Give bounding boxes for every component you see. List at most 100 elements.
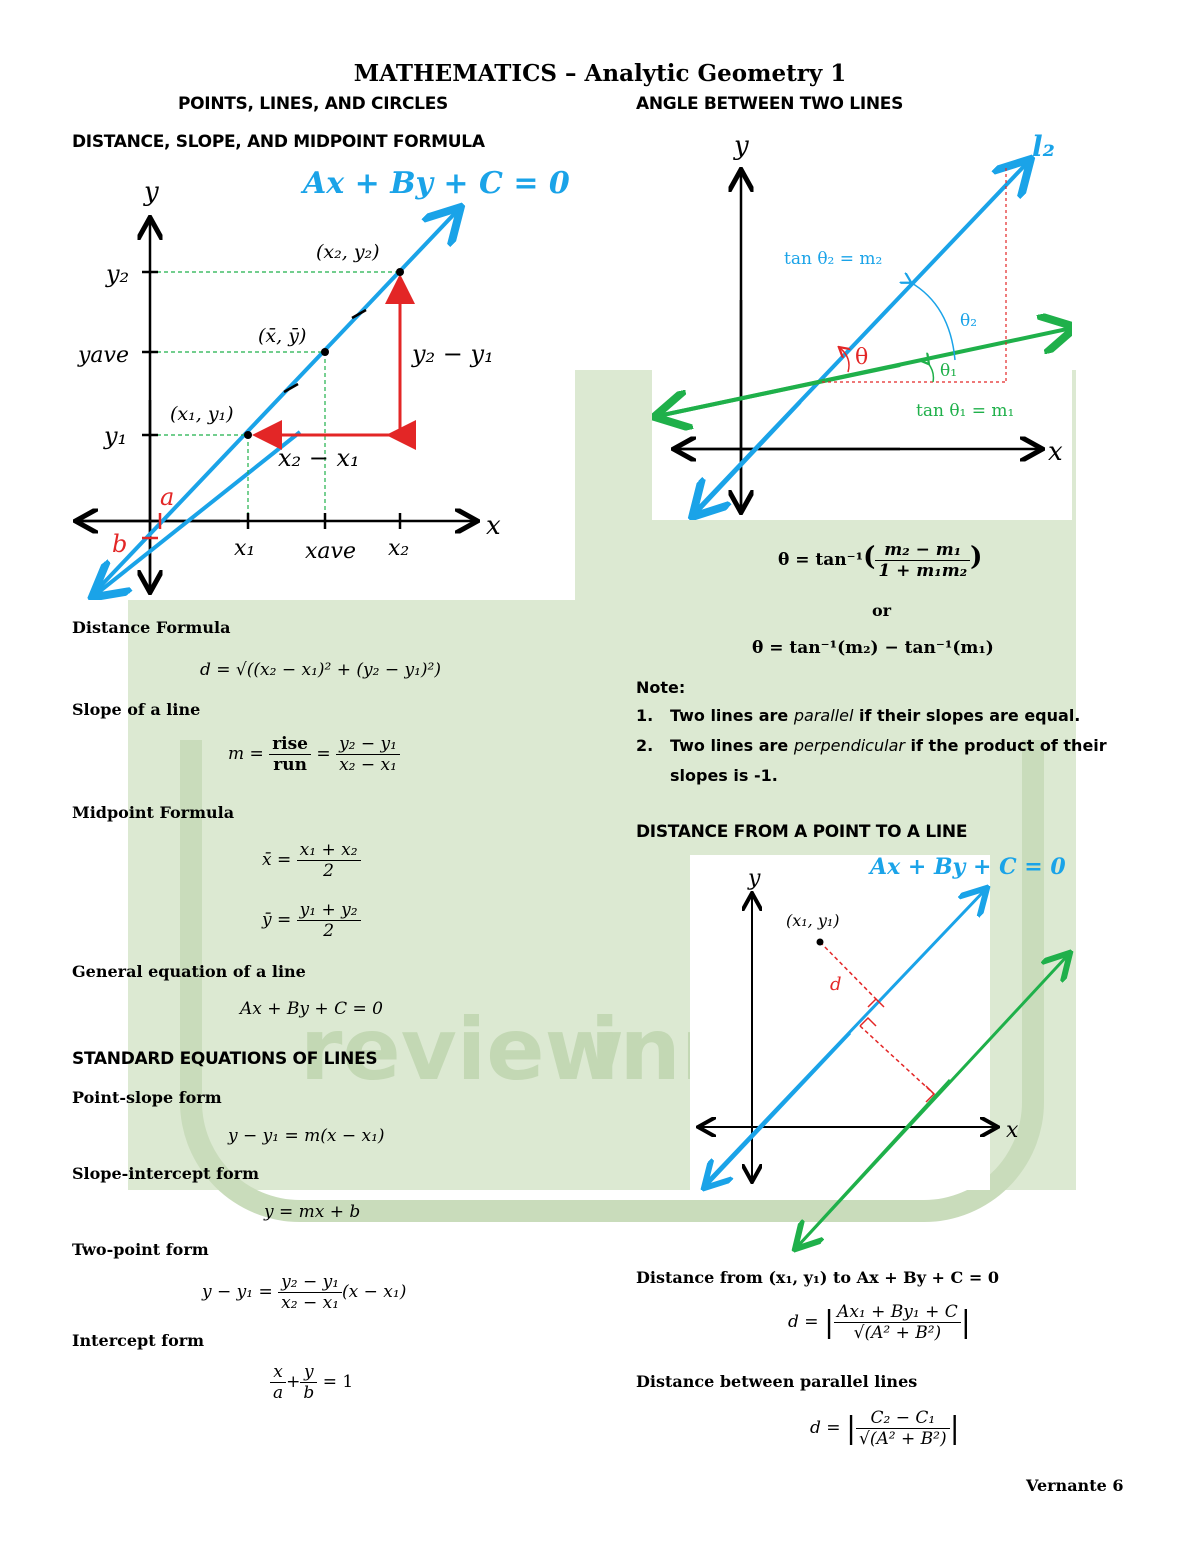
angle-formula-1-numerator: m₂ − m₁ bbox=[875, 540, 971, 561]
distance-point-line-diagram: y x (x₁, y₁) d bbox=[690, 855, 1080, 1255]
left-section-title: POINTS, LINES, AND CIRCLES bbox=[178, 94, 448, 114]
pp-formula-numerator: C₂ − C₁ bbox=[856, 1408, 950, 1429]
y1-label: y₁ bbox=[103, 422, 127, 450]
two-point-rhs: (x − x₁) bbox=[342, 1282, 407, 1302]
midpoint-label: (x̄, ȳ) bbox=[258, 325, 306, 347]
pl-d-label: d bbox=[830, 974, 842, 995]
pl-formula-lhs: d = bbox=[788, 1312, 819, 1332]
note-1-text-a: Two lines are bbox=[669, 706, 794, 725]
slope-run: run bbox=[273, 755, 307, 775]
or-label: or bbox=[872, 601, 892, 620]
x1-label: x₁ bbox=[234, 536, 255, 561]
note-2-text-b: if the product of their bbox=[904, 736, 1107, 755]
page-footer: Vernante 6 bbox=[1026, 1476, 1124, 1495]
parallel-lines-label: Distance between parallel lines bbox=[636, 1372, 918, 1391]
distance-point-line-formula: d = |Ax₁ + By₁ + C√(A² + B²)| bbox=[788, 1302, 971, 1343]
ybar-numerator: y₁ + y₂ bbox=[296, 900, 361, 921]
slope-intercept-label: Slope-intercept form bbox=[72, 1164, 260, 1183]
intercept-y-den: b bbox=[303, 1383, 315, 1403]
slope-numerator: y₂ − y₁ bbox=[336, 734, 400, 755]
note-1-prefix: 1. bbox=[636, 706, 654, 725]
slope-intercept-formula: y = mx + b bbox=[264, 1202, 361, 1222]
angle-y-label: y bbox=[733, 131, 749, 161]
watermark-text-left: review bbox=[300, 1000, 625, 1100]
watermark-frame bbox=[180, 740, 1044, 1222]
l2-label: l₂ bbox=[1032, 130, 1055, 163]
standard-equations-heading: STANDARD EQUATIONS OF LINES bbox=[72, 1049, 378, 1069]
xbar-numerator: x₁ + x₂ bbox=[296, 840, 361, 861]
distance-formula: d = √((x₂ − x₁)² + (y₂ − y₁)²) bbox=[200, 660, 441, 680]
tan-theta1-label: tan θ₁ = m₁ bbox=[916, 401, 1014, 421]
ybar-denominator: 2 bbox=[323, 921, 335, 941]
slope-rise: rise bbox=[269, 734, 311, 755]
theta-label: θ bbox=[855, 345, 868, 370]
pl-formula-denominator: √(A² + B²) bbox=[853, 1323, 942, 1343]
xbar-lhs: x̄ = bbox=[262, 850, 292, 870]
angle-formula-1-lhs: θ = tan⁻¹ bbox=[778, 550, 864, 570]
pl-line-equation: Ax + By + C = 0 bbox=[870, 854, 1066, 880]
angle-formula-2: θ = tan⁻¹(m₂) − tan⁻¹(m₁) bbox=[752, 638, 994, 658]
point-slope-formula: y − y₁ = m(x − x₁) bbox=[228, 1126, 385, 1146]
slope-label: Slope of a line bbox=[72, 700, 201, 719]
b-intercept-label: b bbox=[112, 530, 127, 558]
distance-slope-diagram: Ax + By + C = 0 y x y₂ yave y₁ x₁ xave x… bbox=[60, 160, 575, 600]
point1-label: (x₁, y₁) bbox=[170, 403, 234, 425]
note-2-continued: slopes is -1. bbox=[670, 766, 778, 785]
parallel-lines-formula: d = |C₂ − C₁√(A² + B²)| bbox=[810, 1408, 960, 1449]
intercept-x-num: x bbox=[270, 1362, 287, 1383]
note-label: Note: bbox=[636, 678, 686, 697]
ybar-lhs: ȳ = bbox=[262, 910, 292, 930]
intercept-plus: + bbox=[286, 1372, 301, 1392]
x-axis-label: x bbox=[486, 511, 501, 541]
angle-x-label: x bbox=[1048, 437, 1063, 467]
pp-formula-denominator: √(A² + B²) bbox=[859, 1429, 947, 1449]
xave-label: xave bbox=[305, 539, 356, 564]
note-2: 2. Two lines are perpendicular if the pr… bbox=[636, 736, 1107, 755]
distance-point-line-label: Distance from (x₁, y₁) to Ax + By + C = … bbox=[636, 1268, 999, 1287]
line-equation-label: Ax + By + C = 0 bbox=[300, 166, 570, 201]
y2-label: y₂ bbox=[105, 260, 129, 288]
distance-point-line-heading: DISTANCE FROM A POINT TO A LINE bbox=[636, 822, 968, 842]
distance-formula-label: Distance Formula bbox=[72, 618, 231, 637]
general-equation-label: General equation of a line bbox=[72, 962, 306, 981]
pl-point-label: (x₁, y₁) bbox=[786, 911, 840, 930]
two-point-denominator: x₂ − x₁ bbox=[281, 1293, 340, 1313]
intercept-x-den: a bbox=[273, 1383, 284, 1403]
slope-lhs: m = bbox=[228, 744, 264, 764]
note-1-text-b: if their slopes are equal. bbox=[853, 706, 1081, 725]
angle-between-lines-diagram: y x l₂ l₁ tan θ₂ = m₂ tan θ₁ = m₁ θ θ₂ θ… bbox=[652, 120, 1072, 520]
tan-theta2-label: tan θ₂ = m₂ bbox=[784, 249, 882, 269]
angle-formula-1-denominator: 1 + m₁m₂ bbox=[878, 561, 968, 581]
general-equation: Ax + By + C = 0 bbox=[240, 999, 383, 1019]
right-section-title: ANGLE BETWEEN TWO LINES bbox=[636, 94, 904, 114]
yave-label: yave bbox=[77, 343, 129, 368]
slope-denominator: x₂ − x₁ bbox=[339, 755, 397, 775]
slope-equals: = bbox=[316, 744, 331, 764]
theta1-label: θ₁ bbox=[940, 361, 957, 381]
intercept-form-label: Intercept form bbox=[72, 1331, 205, 1350]
two-point-numerator: y₂ − y₁ bbox=[278, 1272, 343, 1293]
pl-formula-numerator: Ax₁ + By₁ + C bbox=[834, 1302, 961, 1323]
run-label: x₂ − x₁ bbox=[278, 444, 360, 472]
distance-slope-midpoint-heading: DISTANCE, SLOPE, AND MIDPOINT FORMULA bbox=[72, 132, 485, 152]
note-1-emphasis: parallel bbox=[793, 706, 854, 725]
midpoint-formula-label: Midpoint Formula bbox=[72, 803, 235, 822]
pp-formula-lhs: d = bbox=[810, 1418, 841, 1438]
rise-label: y₂ − y₁ bbox=[411, 340, 494, 368]
note-2-text-a: Two lines are bbox=[669, 736, 794, 755]
two-point-label: Two-point form bbox=[72, 1240, 209, 1259]
note-2-emphasis: perpendicular bbox=[793, 736, 905, 755]
pl-y-label: y bbox=[747, 866, 761, 891]
point-slope-label: Point-slope form bbox=[72, 1088, 222, 1107]
xbar-denominator: 2 bbox=[323, 861, 334, 881]
note-1: 1. Two lines are parallel if their slope… bbox=[636, 706, 1080, 725]
point2-label: (x₂, y₂) bbox=[316, 241, 380, 263]
intercept-rhs: = 1 bbox=[322, 1372, 354, 1392]
pl-x-label: x bbox=[1006, 1118, 1019, 1143]
